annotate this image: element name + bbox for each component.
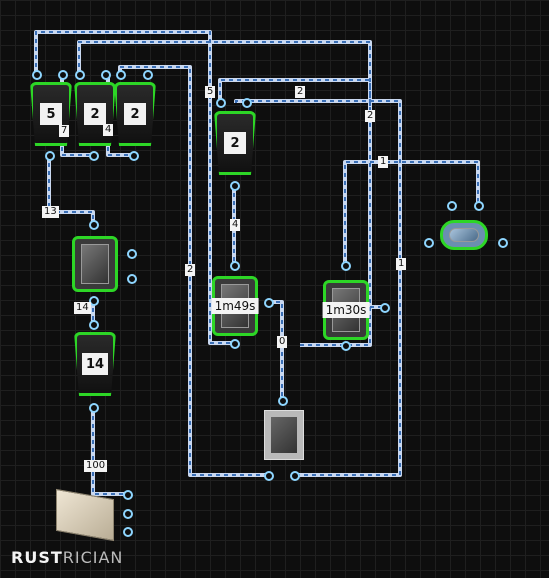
plug[interactable] (242, 98, 252, 108)
timer-node-1[interactable]: 1m49s (211, 276, 259, 336)
wire (268, 300, 284, 400)
plug[interactable] (89, 151, 99, 161)
plug[interactable] (424, 238, 434, 248)
plug[interactable] (341, 341, 351, 351)
battery-value: 14 (82, 353, 108, 375)
plug[interactable] (498, 238, 508, 248)
battery-value: 2 (124, 103, 146, 125)
rustrician-logo: RUSTRICIAN (11, 548, 123, 567)
plug[interactable] (127, 274, 137, 284)
wire (91, 408, 127, 496)
plug[interactable] (32, 70, 42, 80)
battery-value: 2 (84, 103, 106, 125)
logo-secondary: RICIAN (62, 548, 124, 567)
wire-label: 1 (396, 258, 407, 270)
plug[interactable] (89, 296, 99, 306)
device-icon (449, 228, 479, 242)
plug[interactable] (143, 70, 153, 80)
plug[interactable] (123, 509, 133, 519)
plug[interactable] (129, 151, 139, 161)
plug[interactable] (45, 151, 55, 161)
timer-value: 1m49s (211, 298, 259, 314)
plug[interactable] (101, 70, 111, 80)
wire-label: 2 (365, 110, 376, 122)
plug[interactable] (89, 320, 99, 330)
plug[interactable] (264, 298, 274, 308)
battery-node-d[interactable]: 2 (214, 111, 256, 175)
plug[interactable] (380, 303, 390, 313)
plug[interactable] (127, 249, 137, 259)
wire (234, 99, 402, 477)
wire-label: 2 (295, 86, 306, 98)
battery-value: 2 (224, 132, 246, 154)
plug[interactable] (123, 490, 133, 500)
plug[interactable] (264, 471, 274, 481)
battery-node-c[interactable]: 2 (114, 82, 156, 146)
plug[interactable] (116, 70, 126, 80)
plug[interactable] (278, 396, 288, 406)
plug[interactable] (123, 527, 133, 537)
plug[interactable] (230, 339, 240, 349)
plug[interactable] (230, 261, 240, 271)
wire-label: 5 (205, 86, 216, 98)
plug[interactable] (75, 70, 85, 80)
wire-label: 13 (42, 206, 59, 218)
splitter-node[interactable] (72, 236, 118, 292)
plug[interactable] (230, 181, 240, 191)
switch-icon (271, 417, 297, 453)
plug[interactable] (290, 471, 300, 481)
timer-value: 1m30s (322, 302, 370, 318)
splitter-icon (81, 244, 109, 284)
plug[interactable] (447, 201, 457, 211)
plug[interactable] (89, 220, 99, 230)
wire-label: 14 (74, 302, 91, 314)
wire-label: 4 (230, 219, 241, 231)
switch-node[interactable] (264, 410, 304, 460)
battery-value: 5 (40, 103, 62, 125)
device-node[interactable] (440, 220, 488, 250)
plug[interactable] (58, 70, 68, 80)
plug[interactable] (474, 201, 484, 211)
wire-label: 1 (378, 156, 389, 168)
timer-node-2[interactable]: 1m30s (322, 280, 370, 340)
logo-primary: RUST (11, 548, 63, 567)
wire-label: 100 (84, 460, 108, 472)
wire-label: 2 (185, 264, 196, 276)
wire-label: 4 (103, 124, 114, 136)
plug[interactable] (216, 98, 226, 108)
wire-label: 7 (59, 125, 70, 137)
plug[interactable] (341, 261, 351, 271)
battery-node-e[interactable]: 14 (74, 332, 116, 396)
plug[interactable] (89, 403, 99, 413)
battery-node-b[interactable]: 2 (74, 82, 116, 146)
wire-label: 0 (277, 336, 288, 348)
